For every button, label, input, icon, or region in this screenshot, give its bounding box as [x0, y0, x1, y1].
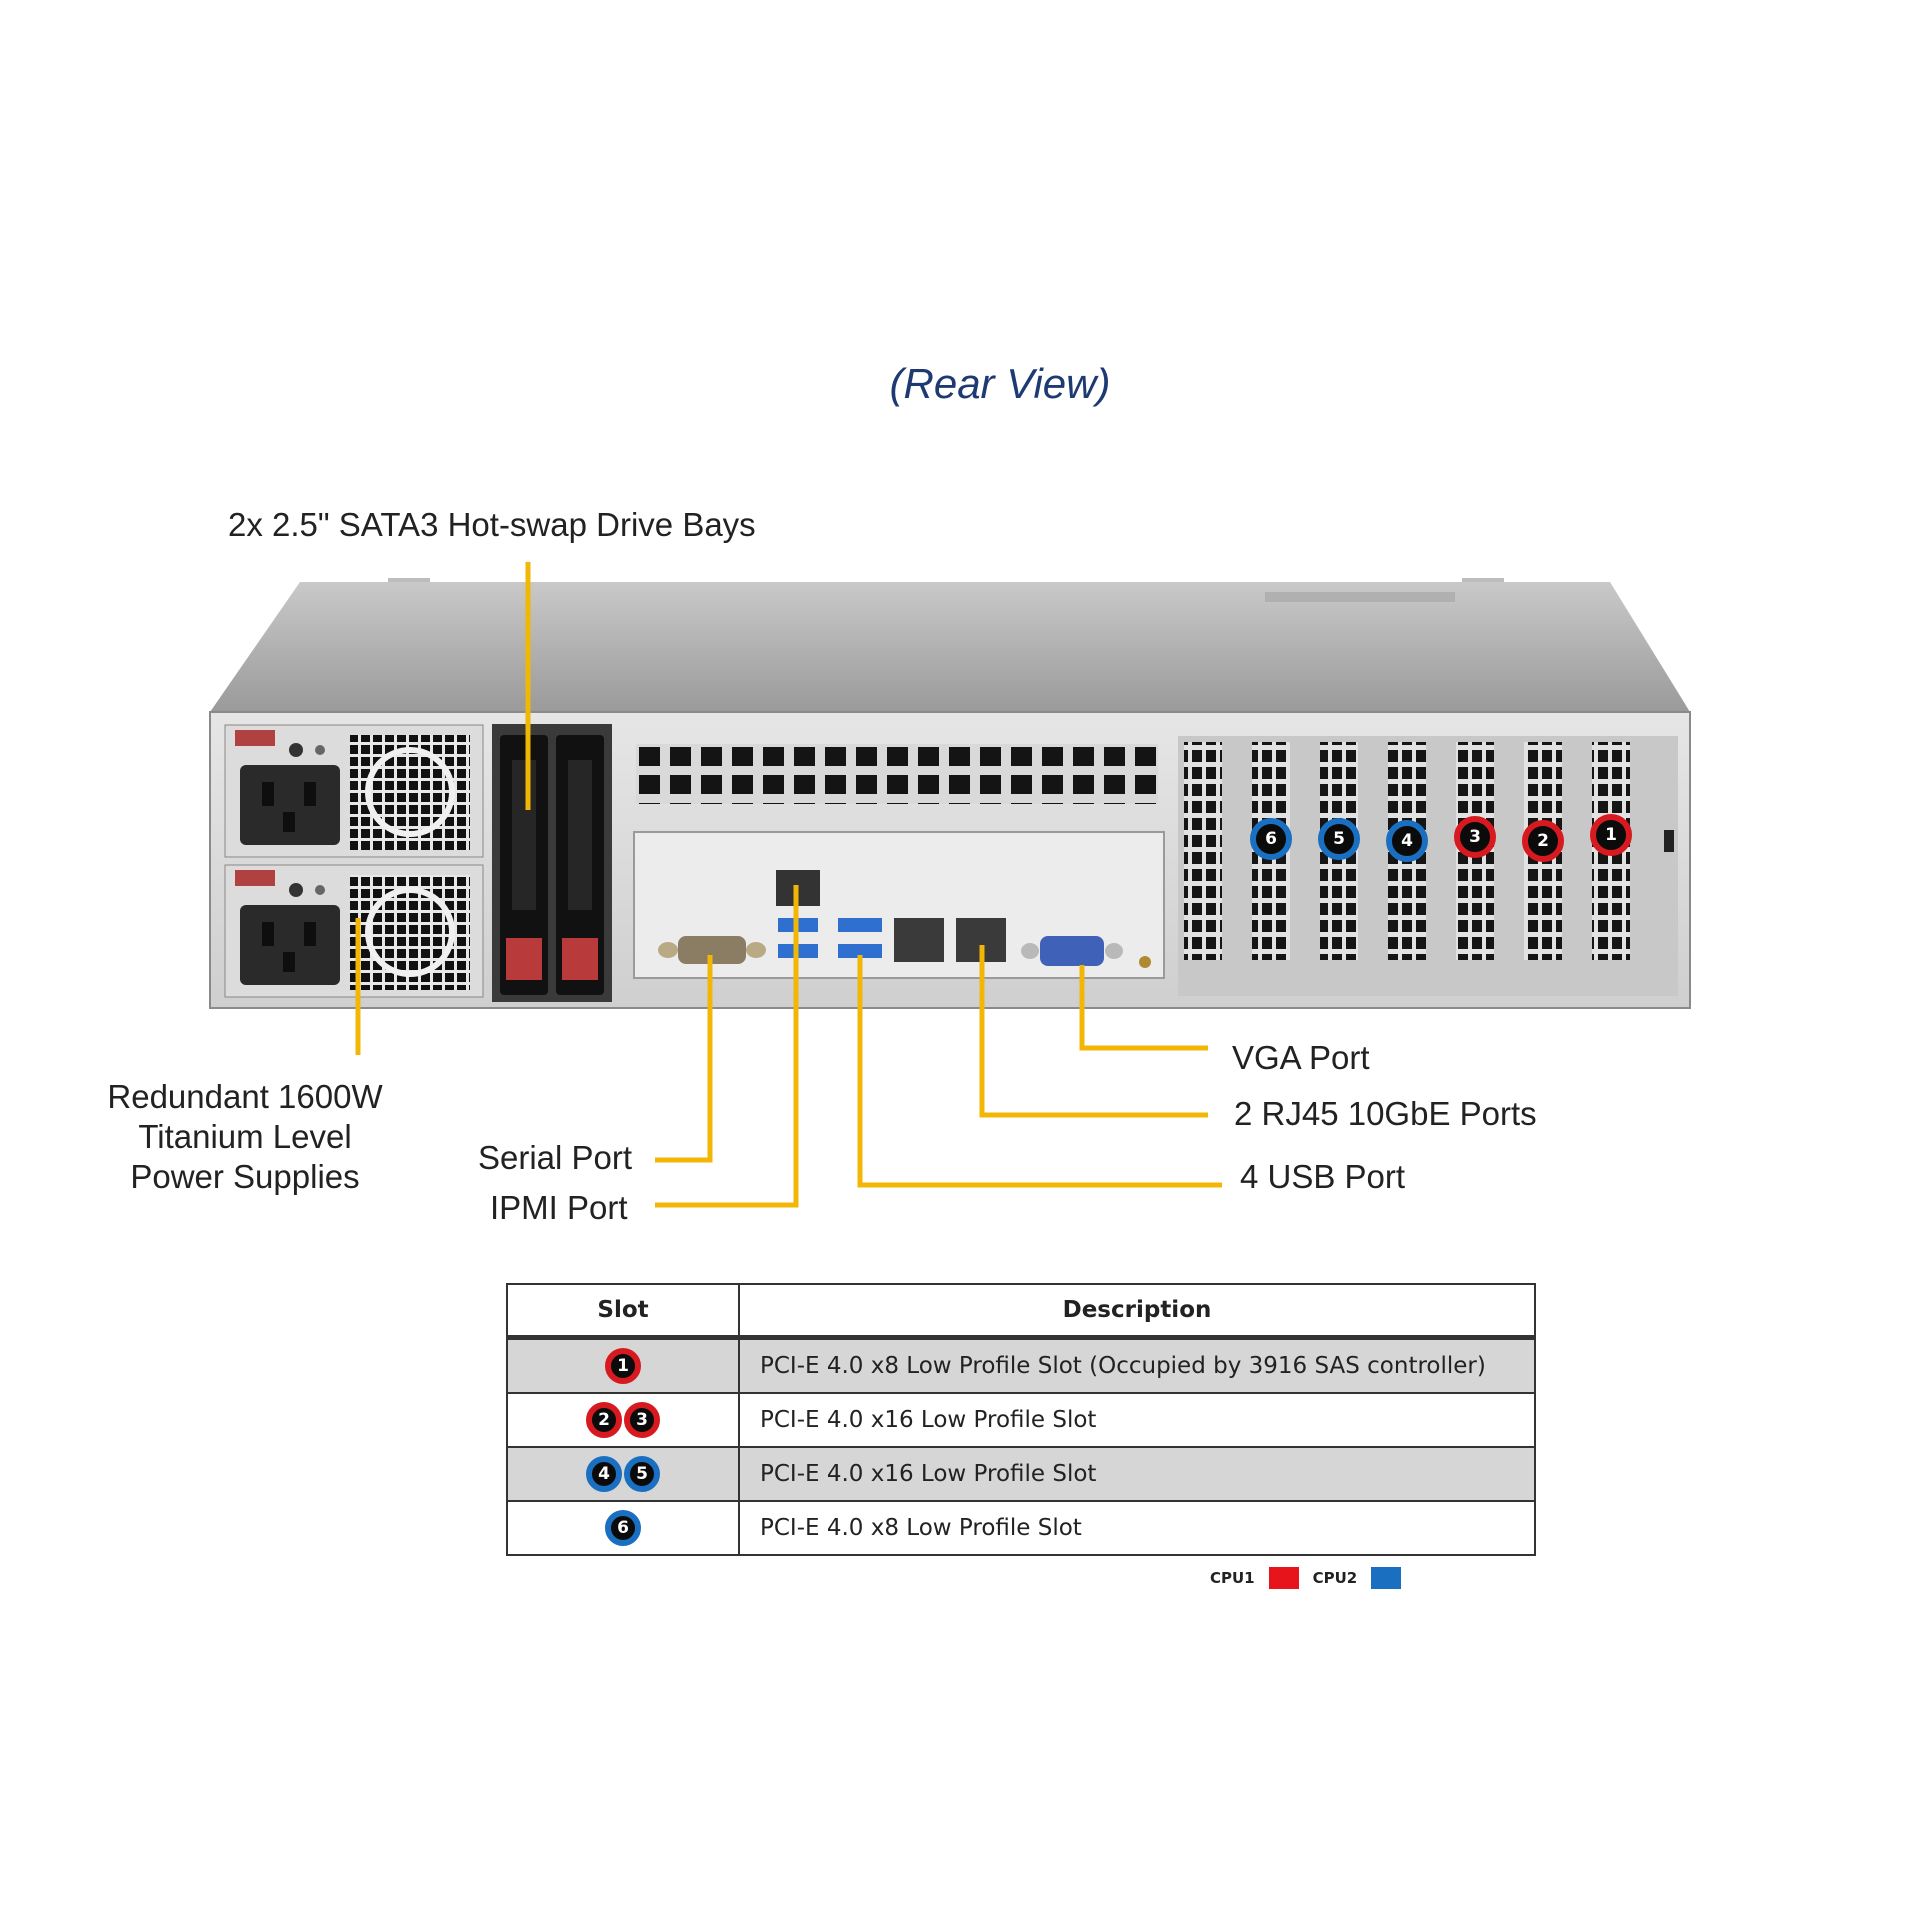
slot-badge: 3 — [624, 1402, 660, 1438]
slot-badge: 1 — [605, 1348, 641, 1384]
legend-cpu1-swatch — [1268, 1567, 1299, 1589]
legend-cpu1-label: CPU1 — [1210, 1569, 1255, 1587]
chassis-top-label — [1265, 592, 1455, 602]
drive-bays-callout: 2x 2.5" SATA3 Hot-swap Drive Bays — [228, 506, 756, 543]
legend-cpu2-label: CPU2 — [1312, 1569, 1358, 1587]
description-cell: PCI-E 4.0 x16 Low Profile Slot — [738, 1392, 1536, 1448]
slot-column-header: Slot — [506, 1283, 740, 1340]
power-supplies-callout-line-2: Titanium Level — [138, 1118, 352, 1155]
legend-cpu2-swatch — [1371, 1567, 1402, 1589]
power-supply-1 — [224, 724, 484, 858]
chassis-slot-marker: 5 — [1318, 818, 1360, 860]
chassis-slot-marker: 2 — [1522, 820, 1564, 862]
description-cell: PCI-E 4.0 x16 Low Profile Slot — [738, 1446, 1536, 1502]
usb-port-callout: 4 USB Port — [1240, 1158, 1406, 1195]
leader-line-ipmi-port — [655, 885, 799, 1208]
chassis-slot-marker: 6 — [1250, 818, 1292, 860]
slot-badge: 5 — [624, 1456, 660, 1492]
rj45-ports-callout: 2 RJ45 10GbE Ports — [1234, 1095, 1537, 1132]
chassis-slot-marker: 3 — [1454, 816, 1496, 858]
slot-cell: 1 — [506, 1336, 740, 1394]
table-row: 1 PCI-E 4.0 x8 Low Profile Slot (Occupie… — [506, 1336, 1536, 1394]
vent-grid — [636, 744, 1158, 804]
table-header-row: Slot Description — [506, 1283, 1536, 1340]
io-panel — [633, 831, 1165, 979]
diagram-title: (Rear View) — [889, 360, 1111, 407]
power-supplies-callout-line-1: Redundant 1600W — [107, 1078, 383, 1115]
chassis-slot-marker: 4 — [1386, 820, 1428, 862]
description-cell: PCI-E 4.0 x8 Low Profile Slot (Occupied … — [738, 1336, 1536, 1394]
leader-line-rj45-ports — [979, 945, 1208, 1118]
slot-badge: 4 — [586, 1456, 622, 1492]
vga-port-callout: VGA Port — [1232, 1039, 1370, 1076]
slot-description-table: Slot Description 1 PCI-E 4.0 x8 Low Prof… — [506, 1283, 1536, 1556]
leader-line-vga-port — [1079, 965, 1208, 1051]
slot-cell: 6 — [506, 1500, 740, 1556]
serial-port-callout: Serial Port — [478, 1139, 633, 1176]
ipmi-port-callout: IPMI Port — [490, 1189, 628, 1226]
table-row: 6 PCI-E 4.0 x8 Low Profile Slot — [506, 1500, 1536, 1556]
slot-badge: 2 — [586, 1402, 622, 1438]
power-supplies-callout-line-3: Power Supplies — [130, 1158, 360, 1195]
description-cell: PCI-E 4.0 x8 Low Profile Slot — [738, 1500, 1536, 1556]
slot-badge: 6 — [605, 1510, 641, 1546]
chassis-top — [210, 582, 1690, 712]
slot-badges: 1 — [508, 1348, 738, 1384]
power-supplies-callout: Redundant 1600W Titanium Level Power Sup… — [70, 1077, 420, 1197]
description-column-header: Description — [738, 1283, 1536, 1340]
cpu-legend: CPU1 CPU2 — [1210, 1567, 1402, 1589]
leader-line-serial-port — [655, 955, 713, 1163]
chassis-slot-marker: 1 — [1590, 814, 1632, 856]
power-supply-2 — [224, 864, 484, 998]
drive-bays — [492, 724, 612, 1002]
slot-badges: 6 — [508, 1510, 738, 1546]
leader-line-usb-port — [857, 955, 1222, 1188]
